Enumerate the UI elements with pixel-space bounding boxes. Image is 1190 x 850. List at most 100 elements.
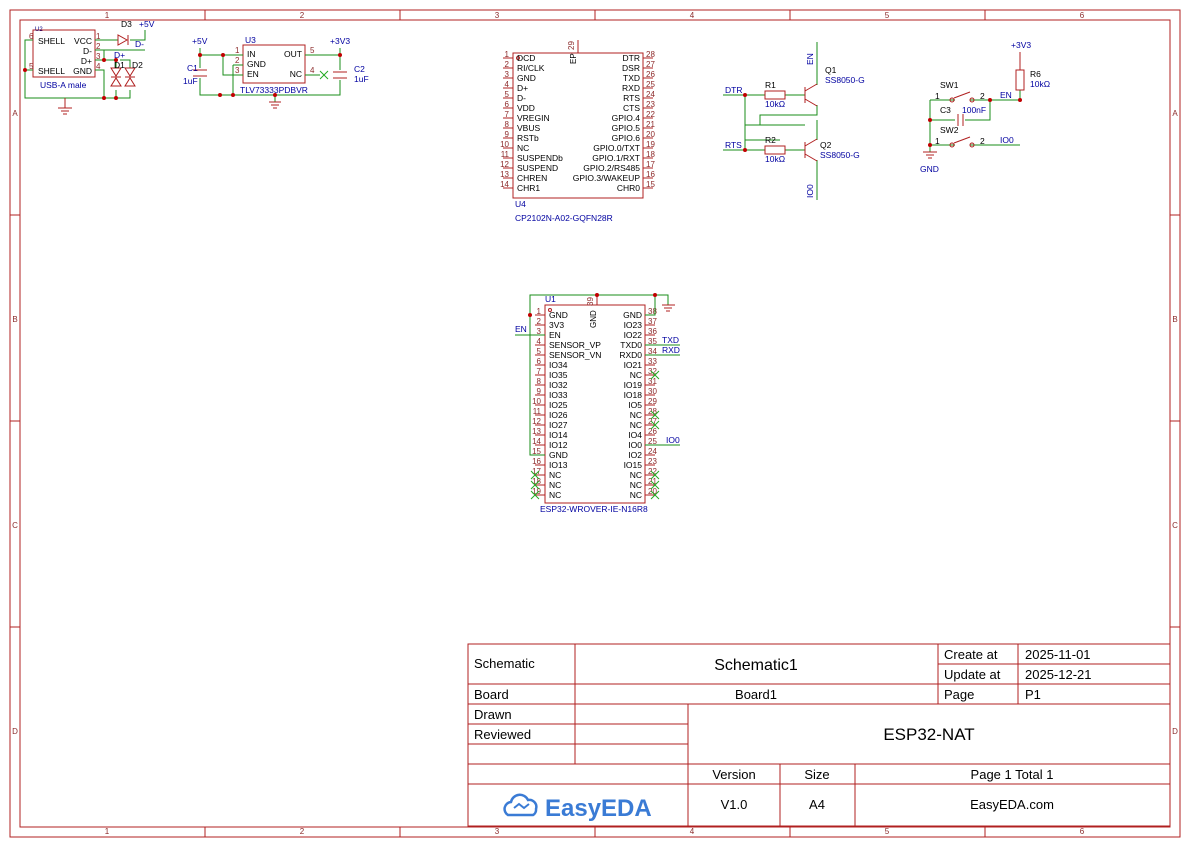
net-label-dplus: D+ [114, 50, 125, 60]
usb-connector[interactable]: U2 SHELL SHELL 6 5 VCC D- D+ GND 1 2 3 4… [29, 27, 101, 90]
ldo-pin-label: OUT [284, 49, 302, 59]
buttons-circuit[interactable]: +3V3 R6 10kΩ SW1 SW2 1 2 1 2 C3 100nF EN… [920, 40, 1050, 174]
net-label-5v: +5V [139, 19, 155, 29]
cp2102-pin-number: 14 [500, 180, 509, 189]
reviewed-label: Reviewed [474, 727, 531, 742]
col-marker: 6 [1080, 11, 1085, 20]
sw2-pin: 2 [980, 136, 985, 146]
cp2102-pin-number: 20 [646, 130, 655, 139]
no-connect-marker [650, 490, 660, 500]
page-total: Page 1 Total 1 [971, 767, 1054, 782]
ldo-pin-number: 2 [235, 56, 240, 65]
logo-text: EasyEDA [545, 795, 652, 822]
esp32-pin-number: 3 [537, 327, 542, 336]
esp32-ground [662, 304, 675, 312]
esp32-pin-number: 14 [532, 437, 541, 446]
title-block [467, 643, 1171, 827]
no-connect-marker [650, 410, 660, 420]
cp2102-pin-number: 10 [500, 140, 509, 149]
frame-markers: 1 2 3 4 5 6 1 2 3 4 5 6 A B C D A B C D [12, 11, 1178, 836]
esp32-no-connects [530, 370, 660, 500]
c3-ref: C3 [940, 105, 951, 115]
usb-pin-label: VCC [74, 36, 92, 46]
net-label-dminus: D- [135, 39, 144, 49]
row-marker: C [12, 521, 18, 530]
usb-diodes [110, 34, 136, 87]
cp2102-pin-label: SUSPEND [517, 163, 558, 173]
usb-pin-label: GND [73, 66, 92, 76]
net-label-dtr: DTR [725, 85, 742, 95]
cp2102-pin-label: GPIO.1/RXT [592, 153, 640, 163]
cp2102-pin-label: VDD [517, 103, 535, 113]
c3-value: 100nF [962, 105, 986, 115]
esp32-pin-number: 32 [648, 367, 657, 376]
cp2102-pin-number: 19 [646, 140, 655, 149]
esp32-top-pin-label: GND [589, 310, 598, 328]
col-marker: 5 [885, 11, 890, 20]
esp32-pin-label: IO14 [549, 430, 568, 440]
cloud-icon [503, 793, 538, 817]
no-connect-marker [650, 420, 660, 430]
autoreset-circuit[interactable]: DTR RTS EN IO0 R1 10kΩ R2 10kΩ Q1 SS8050… [723, 42, 865, 200]
esp32-pin-number: 4 [537, 337, 542, 346]
no-connect-marker [319, 70, 329, 80]
cp2102-ref: U4 [515, 199, 526, 209]
diode-ref: D3 [121, 19, 132, 29]
ldo-regulator[interactable]: U3 IN GND EN 1 2 3 OUT NC 5 4 TLV73333PD… [235, 35, 315, 95]
cp2102-pin-number: 12 [500, 160, 509, 169]
esp32-pin-number: 33 [648, 357, 657, 366]
cp2102-pin-number: 5 [505, 90, 510, 99]
sw2-pin: 1 [935, 136, 940, 146]
cp2102-pin-label: D- [517, 93, 526, 103]
cp2102-pin-number: 27 [646, 60, 655, 69]
create-value: 2025-11-01 [1025, 647, 1091, 662]
cp2102-pin-label: SUSPENDb [517, 153, 563, 163]
esp32-pin-label: EN [549, 330, 561, 340]
row-marker: A [12, 109, 18, 118]
esp32-pin-label: IO5 [628, 400, 642, 410]
r1-value: 10kΩ [765, 99, 785, 109]
autoreset-wiring [723, 42, 818, 200]
esp32-pin-number: 8 [537, 377, 542, 386]
esp32-pin-label: IO27 [549, 420, 568, 430]
ldo-name: TLV73333PDBVR [240, 85, 308, 95]
cp2102-pin-label: DSR [622, 63, 640, 73]
no-connect-marker [530, 490, 540, 500]
ldo-pin-label: IN [247, 49, 256, 59]
esp32-pin-label: NC [630, 490, 642, 500]
cp2102-pin-number: 1 [505, 50, 510, 59]
net-label-3v3: +3V3 [330, 36, 350, 46]
row-marker: B [1172, 315, 1177, 324]
net-label-en: EN [805, 53, 815, 65]
ldo-pin-number: 5 [310, 46, 315, 55]
cp2102-pin-label: CHR0 [617, 183, 640, 193]
esp32-pin-label: NC [630, 370, 642, 380]
usb-pin-label: D- [83, 46, 92, 56]
esp32-pin-label: IO35 [549, 370, 568, 380]
esp32-pin-label: NC [549, 490, 561, 500]
esp32-pin-label: IO13 [549, 460, 568, 470]
ldo-pin-label: GND [247, 59, 266, 69]
esp32-pin-label: IO2 [628, 450, 642, 460]
net-label-en: EN [515, 324, 527, 334]
no-connect-marker [530, 470, 540, 480]
esp32-pin-label: IO23 [624, 320, 643, 330]
esp32-pin-label: IO26 [549, 410, 568, 420]
esp32-pin-number: 36 [648, 327, 657, 336]
r2-ref: R2 [765, 135, 776, 145]
ldo-pin-number: 3 [235, 66, 240, 75]
cp2102-pin-label: RSTb [517, 133, 539, 143]
cp2102-pin-number: 4 [505, 80, 510, 89]
page-value: P1 [1025, 687, 1041, 702]
c1-ref: C1 [187, 63, 198, 73]
col-marker: 2 [300, 827, 305, 836]
esp32-pin-number: 19 [532, 487, 541, 496]
esp32-pin-label: IO19 [624, 380, 643, 390]
project-title: ESP32-NAT [883, 725, 974, 744]
cp2102-pin-number: 16 [646, 170, 655, 179]
esp32-pin-label: IO32 [549, 380, 568, 390]
ldo-pin-number: 4 [310, 66, 315, 75]
usb-pin-number: 4 [96, 62, 101, 71]
